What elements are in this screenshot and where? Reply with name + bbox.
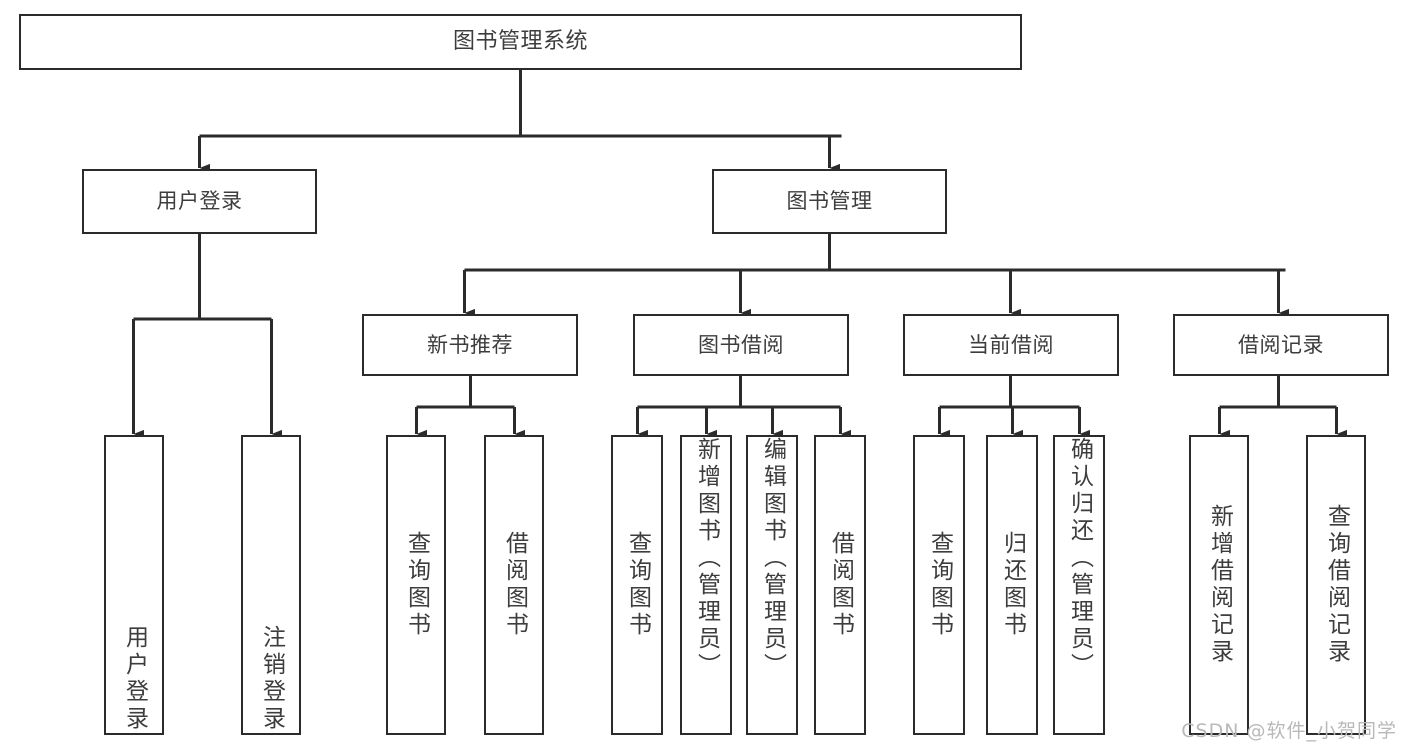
node-leaf-borrow-book-newbook[interactable]: 借阅图书 [484,435,544,735]
node-new-book-recommendation[interactable]: 新书推荐 [362,314,578,376]
node-leaf-borrow-book[interactable]: 借阅图书 [814,435,866,735]
node-root-book-management-system[interactable]: 图书管理系统 [19,14,1022,70]
node-label: 图书借阅 [698,332,784,357]
node-label: 图书管理系统 [452,29,588,55]
node-leaf-query-borrow-record[interactable]: 查询借阅记录 [1306,435,1366,735]
node-label: 新增图书（管理员） [693,437,720,680]
node-borrow-records[interactable]: 借阅记录 [1173,314,1389,376]
node-leaf-return-book[interactable]: 归还图书 [986,435,1038,735]
node-leaf-query-book-newbook[interactable]: 查询图书 [386,435,446,735]
node-label: 借阅图书 [501,531,528,639]
node-leaf-query-book-current[interactable]: 查询图书 [913,435,965,735]
node-label: 新书推荐 [427,332,513,357]
node-book-management[interactable]: 图书管理 [712,169,947,234]
node-label: 编辑图书（管理员） [759,437,786,680]
node-label: 用户登录 [121,625,148,733]
node-label: 借阅图书 [827,531,854,639]
node-leaf-confirm-return-admin[interactable]: 确认归还（管理员） [1053,435,1105,735]
node-leaf-edit-book-admin[interactable]: 编辑图书（管理员） [746,435,798,735]
node-label: 注销登录 [258,625,285,733]
node-label: 确认归还（管理员） [1066,437,1093,680]
node-leaf-query-book-borrow[interactable]: 查询图书 [611,435,663,735]
node-leaf-add-book-admin[interactable]: 新增图书（管理员） [680,435,732,735]
node-book-borrowing[interactable]: 图书借阅 [633,314,849,376]
node-leaf-logout[interactable]: 注销登录 [241,435,301,735]
node-label: 查询图书 [624,531,651,639]
node-label: 归还图书 [999,531,1026,639]
node-label: 图书管理 [786,189,873,214]
node-label: 查询借阅记录 [1323,504,1350,666]
node-label: 当前借阅 [968,332,1054,357]
node-label: 借阅记录 [1238,332,1324,357]
node-user-login[interactable]: 用户登录 [82,169,317,234]
node-label: 查询图书 [403,531,430,639]
node-label: 查询图书 [926,531,953,639]
node-label: 用户登录 [156,189,243,214]
node-current-borrowing[interactable]: 当前借阅 [903,314,1119,376]
node-leaf-add-borrow-record[interactable]: 新增借阅记录 [1189,435,1249,735]
node-label: 新增借阅记录 [1206,504,1233,666]
node-leaf-user-login[interactable]: 用户登录 [104,435,164,735]
